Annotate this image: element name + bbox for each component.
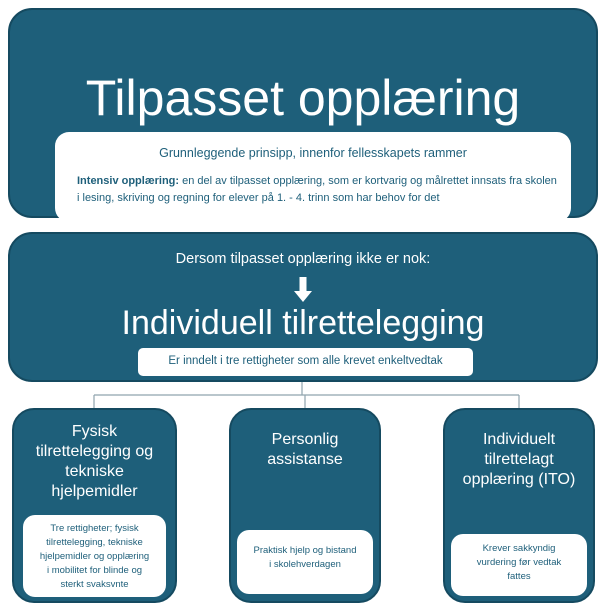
description-line: fattes — [507, 571, 531, 582]
title-line: Individuelt — [482, 431, 556, 448]
title-line: tekniske — [65, 463, 124, 480]
title-line: tilrettelegging og — [35, 443, 154, 460]
personlig-description: Praktisk hjelp og bistand i skolehverdag… — [243, 544, 367, 572]
ito-description: Krever sakkyndig vurdering før vedtak fa… — [457, 542, 581, 584]
description-line: Praktisk hjelp og bistand — [253, 545, 357, 556]
fysisk-description-box: Tre rettigheter; fysisk tilrettelegging,… — [23, 515, 166, 597]
description-line: tilrettelegging, tekniske — [46, 537, 143, 548]
middle-intro: Dersom tilpasset opplæring ikke er nok: — [175, 251, 431, 267]
description-line: sterkt svaksvnte — [60, 579, 129, 590]
ito-title: Individuelt tilrettelagt opplæring (ITO) — [449, 430, 589, 490]
middle-title: Individuell tilrettelegging — [121, 304, 485, 342]
title-line: hjelpemidler — [51, 483, 138, 500]
tilpasset-opplaering-panel: Tilpasset opplæring Grunnleggende prinsi… — [8, 8, 598, 222]
title-line: Personlig — [271, 431, 339, 448]
ito-panel: Individuelt tilrettelagt opplæring (ITO)… — [443, 408, 595, 603]
principle-text: Grunnleggende prinsipp, innenfor felless… — [159, 146, 467, 160]
title-line: Fysisk — [71, 423, 118, 440]
description-line: vurdering før vedtak — [476, 557, 562, 568]
intensive-label: Intensiv opplæring: — [77, 175, 180, 187]
personlig-description-box: Praktisk hjelp og bistand i skolehverdag… — [237, 530, 373, 594]
personlig-assistanse-panel: Personlig assistanse Praktisk hjelp og b… — [229, 408, 381, 603]
description-line: i mobilitet for blinde og — [46, 565, 143, 576]
top-title: Tilpasset opplæring — [85, 70, 521, 126]
down-arrow-icon — [294, 277, 312, 302]
fysisk-description: Tre rettigheter; fysisk tilrettelegging,… — [29, 522, 160, 592]
intensive-text: en del av tilpasset opplæring, som er ko… — [77, 175, 557, 204]
description-line: Krever sakkyndig — [482, 543, 556, 554]
middle-subtitle-box: Er inndelt i tre rettigheter som alle kr… — [138, 348, 473, 376]
fysisk-title: Fysisk tilrettelegging og tekniske hjelp… — [18, 422, 171, 502]
intensive-description: Intensiv opplæring: en del av tilpasset … — [77, 173, 557, 207]
title-line: tilrettelagt — [484, 451, 554, 468]
title-line: opplæring (ITO) — [462, 471, 576, 488]
principle-box: Grunnleggende prinsipp, innenfor felless… — [55, 132, 571, 222]
personlig-title: Personlig assistanse — [235, 430, 375, 470]
individuell-tilrettelegging-panel: Dersom tilpasset opplæring ikke er nok: … — [8, 232, 598, 382]
description-line: i skolehverdagen — [269, 559, 341, 570]
middle-subtitle: Er inndelt i tre rettigheter som alle kr… — [168, 355, 443, 367]
fysisk-tilrettelegging-panel: Fysisk tilrettelegging og tekniske hjelp… — [12, 408, 177, 603]
ito-description-box: Krever sakkyndig vurdering før vedtak fa… — [451, 534, 587, 596]
description-line: Tre rettigheter; fysisk — [50, 523, 139, 534]
description-line: hjelpemidler og opplæring — [39, 551, 150, 562]
title-line: assistanse — [267, 451, 343, 468]
